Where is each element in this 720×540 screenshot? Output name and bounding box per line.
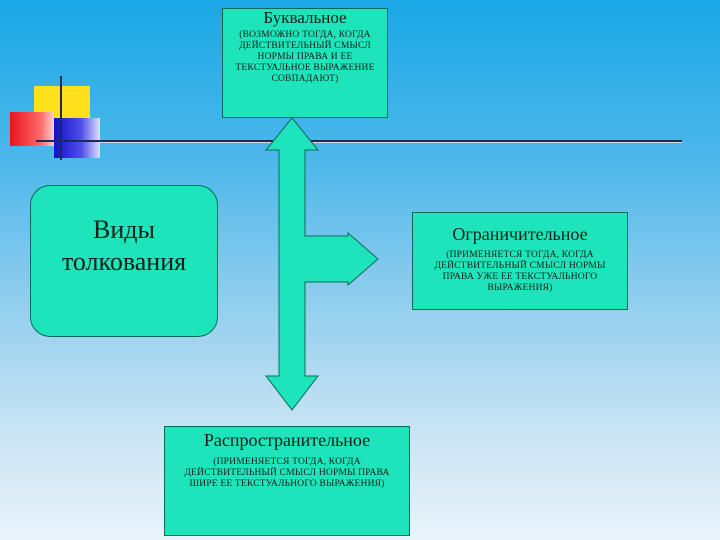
interpretation-types-title: Виды толкования: [31, 214, 217, 278]
interpretation-types-box: Виды толкования: [30, 185, 218, 337]
extensive-title: Распространительное: [165, 430, 409, 450]
literal-interpretation-box: Буквальное (ВОЗМОЖНО ТОГДА, КОГДА ДЕЙСТВ…: [222, 8, 388, 118]
restrictive-title: Ограничительное: [413, 224, 627, 244]
literal-title: Буквальное: [223, 9, 387, 27]
literal-description: (ВОЗМОЖНО ТОГДА, КОГДА ДЕЙСТВИТЕЛЬНЫЙ СМ…: [231, 30, 379, 85]
extensive-description: (ПРИМЕНЯЕТСЯ ТОГДА, КОГДА ДЕЙСТВИТЕЛЬНЫЙ…: [183, 457, 391, 490]
restrictive-description: (ПРИМЕНЯЕТСЯ ТОГДА, КОГДА ДЕЙСТВИТЕЛЬНЫЙ…: [419, 250, 621, 294]
double-arrow-with-branch: [266, 118, 378, 410]
extensive-interpretation-box: Распространительное (ПРИМЕНЯЕТСЯ ТОГДА, …: [164, 426, 410, 536]
restrictive-interpretation-box: Ограничительное (ПРИМЕНЯЕТСЯ ТОГДА, КОГД…: [412, 212, 628, 310]
